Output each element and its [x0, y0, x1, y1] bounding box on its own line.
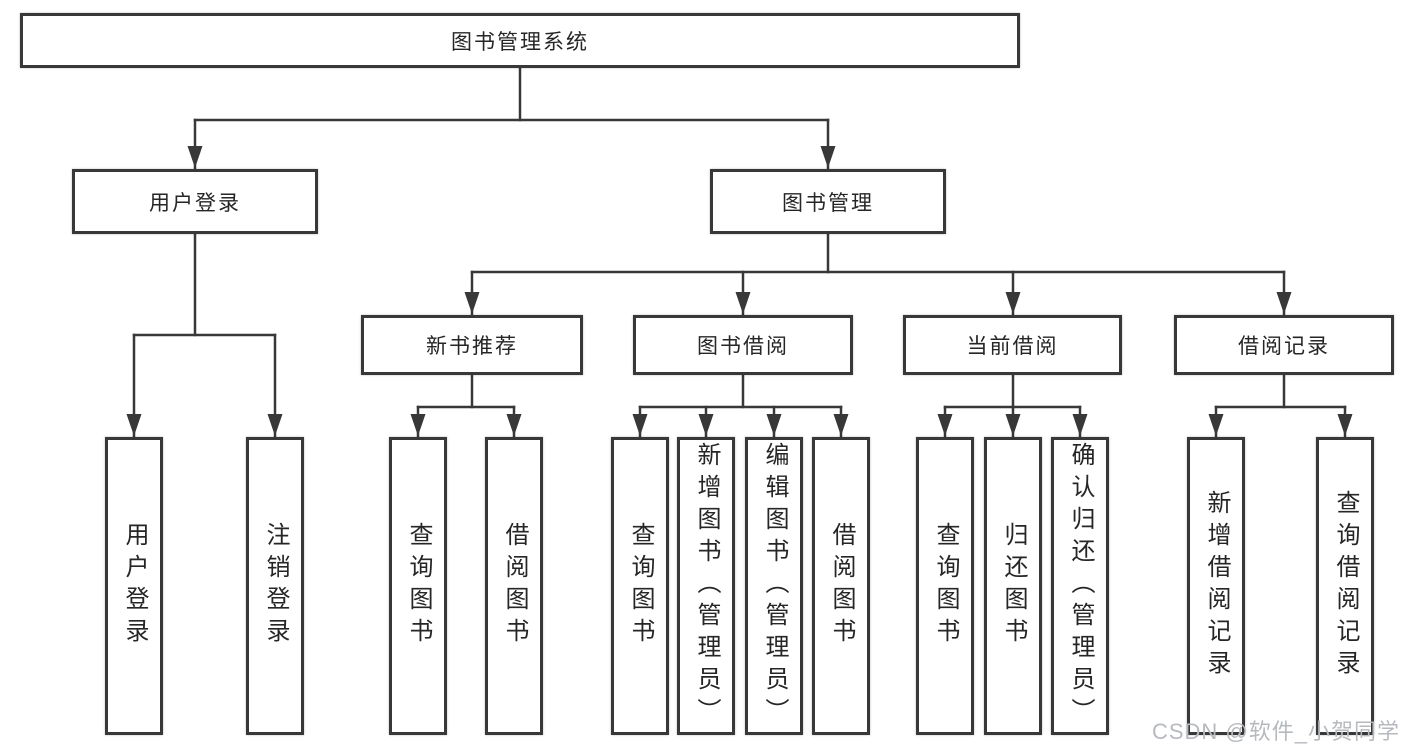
leaf-user-login-label: 用户登录	[121, 522, 148, 650]
leaf-confirm-return-admin-label: 确认归还（管理员）	[1067, 442, 1094, 730]
node-book-management-label: 图书管理	[782, 191, 874, 215]
node-user-login: 用户登录	[72, 169, 318, 234]
node-current-borrowing: 当前借阅	[903, 315, 1122, 375]
leaf-confirm-return-admin: 确认归还（管理员）	[1051, 437, 1109, 735]
leaf-add-borrow-record-label: 新增借阅记录	[1203, 490, 1230, 682]
leaf-borrow-books-recommend-label: 借阅图书	[501, 522, 528, 650]
leaf-return-book-label: 归还图书	[1000, 522, 1027, 650]
node-book-borrowing: 图书借阅	[633, 315, 853, 375]
node-current-borrowing-label: 当前借阅	[966, 335, 1059, 358]
connector-book-management	[464, 232, 1292, 316]
leaf-borrow-books-borrowing: 借阅图书	[812, 437, 870, 735]
leaf-logout-label: 注销登录	[262, 522, 289, 650]
node-book-management: 图书管理	[710, 169, 946, 234]
node-user-login-label: 用户登录	[149, 191, 241, 215]
leaf-return-book: 归还图书	[984, 437, 1042, 735]
leaf-query-books-current-label: 查询图书	[932, 522, 959, 650]
node-new-book-recommendation-label: 新书推荐	[426, 335, 518, 358]
leaf-query-books-current: 查询图书	[916, 437, 974, 735]
leaf-add-book-admin: 新增图书（管理员）	[677, 437, 735, 735]
leaf-logout: 注销登录	[246, 437, 304, 735]
connector-book-borrowing	[632, 373, 849, 438]
leaf-query-books-borrowing: 查询图书	[611, 437, 669, 735]
connector-new-book-recommendation	[410, 373, 522, 438]
leaf-borrow-books-borrowing-label: 借阅图书	[828, 522, 855, 650]
connector-user-login	[126, 232, 283, 438]
leaf-query-books-recommend: 查询图书	[389, 437, 447, 735]
connector-current-borrowing	[937, 373, 1088, 438]
connector-root	[187, 66, 836, 170]
csdn-watermark: CSDN @软件_小贺同学	[1151, 719, 1400, 744]
node-root: 图书管理系统	[20, 13, 1020, 68]
leaf-query-borrow-record-label: 查询借阅记录	[1332, 490, 1359, 682]
node-borrowing-records-label: 借阅记录	[1238, 335, 1330, 358]
connector-borrowing-records	[1208, 373, 1353, 438]
leaf-query-borrow-record: 查询借阅记录	[1316, 437, 1374, 735]
node-book-borrowing-label: 图书借阅	[697, 335, 789, 358]
leaf-edit-book-admin-label: 编辑图书（管理员）	[761, 442, 788, 730]
leaf-query-books-borrowing-label: 查询图书	[627, 522, 654, 650]
leaf-query-books-recommend-label: 查询图书	[405, 522, 432, 650]
node-root-label: 图书管理系统	[451, 30, 589, 54]
leaf-user-login: 用户登录	[105, 437, 163, 735]
leaf-edit-book-admin: 编辑图书（管理员）	[745, 437, 803, 735]
leaf-add-borrow-record: 新增借阅记录	[1187, 437, 1245, 735]
node-borrowing-records: 借阅记录	[1174, 315, 1394, 375]
leaf-borrow-books-recommend: 借阅图书	[485, 437, 543, 735]
leaf-add-book-admin-label: 新增图书（管理员）	[693, 442, 720, 730]
node-new-book-recommendation: 新书推荐	[361, 315, 583, 375]
